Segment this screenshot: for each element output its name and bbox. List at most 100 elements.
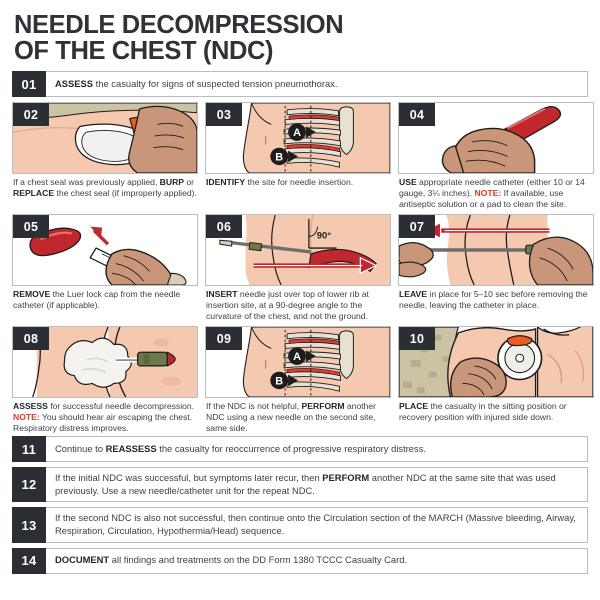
caption-note-label: NOTE: xyxy=(13,412,40,422)
marker-a: A xyxy=(288,123,316,141)
caption-text: for successful needle decompression. xyxy=(47,401,195,411)
caption-text: the casualty for reoccurrence of progres… xyxy=(156,442,427,454)
panel-caption-08: ASSESS for successful needle decompressi… xyxy=(12,398,198,434)
caption-keyword: REMOVE xyxy=(13,289,51,299)
caption-text: If available, use antiseptic solution or… xyxy=(399,188,567,209)
caption-text: appropriate needle catheter (either 10 o… xyxy=(399,177,585,198)
svg-text:90°: 90° xyxy=(317,230,331,240)
panel-caption-09: If the NDC is not helpful, PERFORM anoth… xyxy=(205,398,391,434)
caption-keyword: PLACE xyxy=(399,401,429,411)
leave-in-place-illustration xyxy=(399,215,593,285)
step-text-01: ASSESS the casualty for signs of suspect… xyxy=(46,71,588,97)
caption-keyword: PERFORM xyxy=(301,401,345,411)
caption-text: If the NDC is not helpful, xyxy=(206,401,302,411)
step-number-13: 13 xyxy=(12,507,46,543)
panel-caption-03: IDENTIFY the site for needle insertion. xyxy=(205,174,391,188)
caption-keyword: IDENTIFY xyxy=(206,177,246,187)
caption-text: the site for needle insertion. xyxy=(245,177,354,187)
caption-keyword: DOCUMENT xyxy=(55,554,110,566)
svg-text:B: B xyxy=(275,151,283,163)
caption-keyword: PERFORM xyxy=(322,472,370,483)
marker-a: A xyxy=(288,347,316,365)
caption-text: Continue to xyxy=(55,442,106,454)
illustration-sitting-position xyxy=(399,327,593,397)
panel-figure-03: A B 03 xyxy=(205,102,391,174)
panel-caption-05: REMOVE the Luer lock cap from the needle… xyxy=(12,286,198,311)
caption-keyword: REASSESS xyxy=(105,442,157,454)
step-text-12: If the initial NDC was successful, but s… xyxy=(46,467,588,503)
step-number-14: 14 xyxy=(12,547,46,574)
page-title: NEEDLE DECOMPRESSION OF THE CHEST (NDC) xyxy=(14,12,588,64)
panel-number-07: 07 xyxy=(399,215,435,238)
marker-b: B xyxy=(270,371,298,390)
step-01-body: the casualty for signs of suspected tens… xyxy=(93,77,338,89)
caption-keyword: USE xyxy=(399,177,417,187)
step-text-14: DOCUMENT all findings and treatments on … xyxy=(46,547,588,574)
panel-number-05: 05 xyxy=(13,215,49,238)
svg-text:B: B xyxy=(275,375,283,387)
panel-figure-02: 02 xyxy=(12,102,198,174)
step-number-12: 12 xyxy=(12,467,46,503)
panel-figure-08: 08 xyxy=(12,326,198,398)
caption-text: in place for 5–10 sec before removing th… xyxy=(399,289,588,310)
step-number-11: 11 xyxy=(12,436,46,462)
panel-grid: 02 If a chest seal was previously applied… xyxy=(12,102,594,434)
direction-arrow xyxy=(253,256,378,275)
marker-b: B xyxy=(270,147,298,166)
caption-keyword: INSERT xyxy=(206,289,238,299)
caption-text: the chest seal (if improperly applied). xyxy=(54,188,197,198)
panel-02: 02 If a chest seal was previously applied… xyxy=(12,102,198,210)
panel-number-04: 04 xyxy=(399,103,435,126)
step-01-keyword: ASSESS xyxy=(55,77,94,89)
step-text-13: If the second NDC is also not successful… xyxy=(46,507,588,543)
caption-text: If the second NDC is also not successful… xyxy=(55,512,576,537)
illustration-leave-in-place xyxy=(399,215,593,285)
panel-number-03: 03 xyxy=(206,103,242,126)
panel-number-06: 06 xyxy=(206,215,242,238)
caption-text: You should hear air escaping the chest. … xyxy=(13,412,193,433)
panel-caption-02: If a chest seal was previously applied, … xyxy=(12,174,198,199)
angle-marker: 90° xyxy=(308,218,337,249)
panel-number-10: 10 xyxy=(399,327,435,350)
caption-text: another NDC using a new needle on the se… xyxy=(206,401,377,433)
caption-text: another NDC at the same site that was us… xyxy=(55,472,556,496)
step-text-11: Continue to REASSESS the casualty for re… xyxy=(46,436,588,462)
panel-caption-10: PLACE the casualty in the sitting positi… xyxy=(398,398,594,423)
caption-keyword: REPLACE xyxy=(13,188,55,198)
panel-number-02: 02 xyxy=(13,103,49,126)
air-cloud xyxy=(63,337,132,388)
caption-text: needle just over top of lower rib at ins… xyxy=(206,289,369,321)
step-row-13: 13 If the second NDC is also not successf… xyxy=(12,507,588,543)
caption-keyword: ASSESS xyxy=(13,401,48,411)
chest-seal-device xyxy=(497,335,543,381)
svg-text:A: A xyxy=(293,127,301,139)
caption-keyword: LEAVE xyxy=(399,289,428,299)
caption-text: If a chest seal was previously applied, xyxy=(13,177,160,187)
caption-text: or xyxy=(184,177,195,187)
panel-number-09: 09 xyxy=(206,327,242,350)
title-line-1: NEEDLE DECOMPRESSION xyxy=(14,11,344,39)
panel-figure-05: 05 xyxy=(12,214,198,286)
title-line-2: OF THE CHEST (NDC) xyxy=(14,37,274,65)
svg-text:A: A xyxy=(293,351,301,363)
ribcage-illustration: A B xyxy=(206,327,390,397)
panel-figure-10: 10 xyxy=(398,326,594,398)
motion-arrow xyxy=(90,226,110,246)
caption-note-label: NOTE: xyxy=(474,188,502,198)
caption-keyword: BURP xyxy=(159,177,185,187)
caption-text: the casualty in the sitting position or … xyxy=(399,401,567,422)
panel-caption-04: USE appropriate needle catheter (either … xyxy=(398,174,594,210)
panel-figure-09: A B 09 xyxy=(205,326,391,398)
panel-figure-04: 04 xyxy=(398,102,594,174)
panel-caption-07: LEAVE in place for 5–10 sec before remov… xyxy=(398,286,594,311)
